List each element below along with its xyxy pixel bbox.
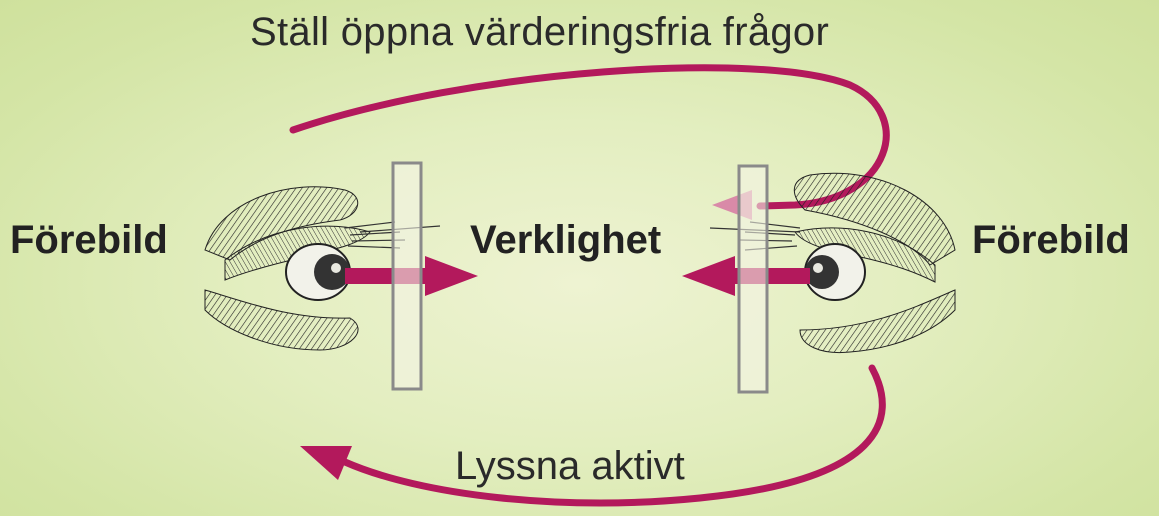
right-filter-icon: [739, 166, 767, 392]
top-caption: Ställ öppna värderingsfria frågor: [250, 12, 829, 52]
left-filter-icon: [393, 163, 421, 389]
right-role-label: Förebild: [972, 220, 1130, 260]
bottom-caption: Lyssna aktivt: [455, 446, 685, 486]
left-role-label: Förebild: [10, 220, 168, 260]
center-reality-label: Verklighet: [470, 220, 661, 260]
bottom-arrow-head: [300, 446, 352, 480]
